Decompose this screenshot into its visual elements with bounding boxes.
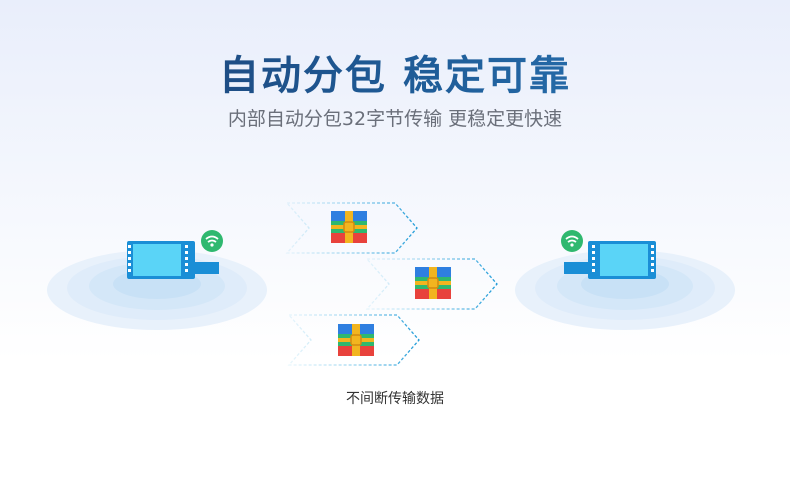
left-wifi-signal-icon <box>200 229 224 253</box>
packet-arrow-2 <box>365 258 500 310</box>
data-packet-icon <box>338 324 374 356</box>
right-wifi-signal-icon <box>560 229 584 253</box>
page-subtitle: 内部自动分包32字节传输 更稳定更快速 <box>227 108 563 130</box>
packet-arrow-3 <box>287 314 422 366</box>
packet-arrow-1 <box>285 202 420 254</box>
transfer-caption: 不间断传输数据 <box>346 391 444 407</box>
right-module-icon <box>562 240 662 282</box>
page-title: 自动分包 稳定可靠 <box>0 50 790 102</box>
left-module-icon <box>125 240 225 282</box>
data-packet-icon <box>331 211 367 243</box>
data-packet-icon <box>415 267 451 299</box>
